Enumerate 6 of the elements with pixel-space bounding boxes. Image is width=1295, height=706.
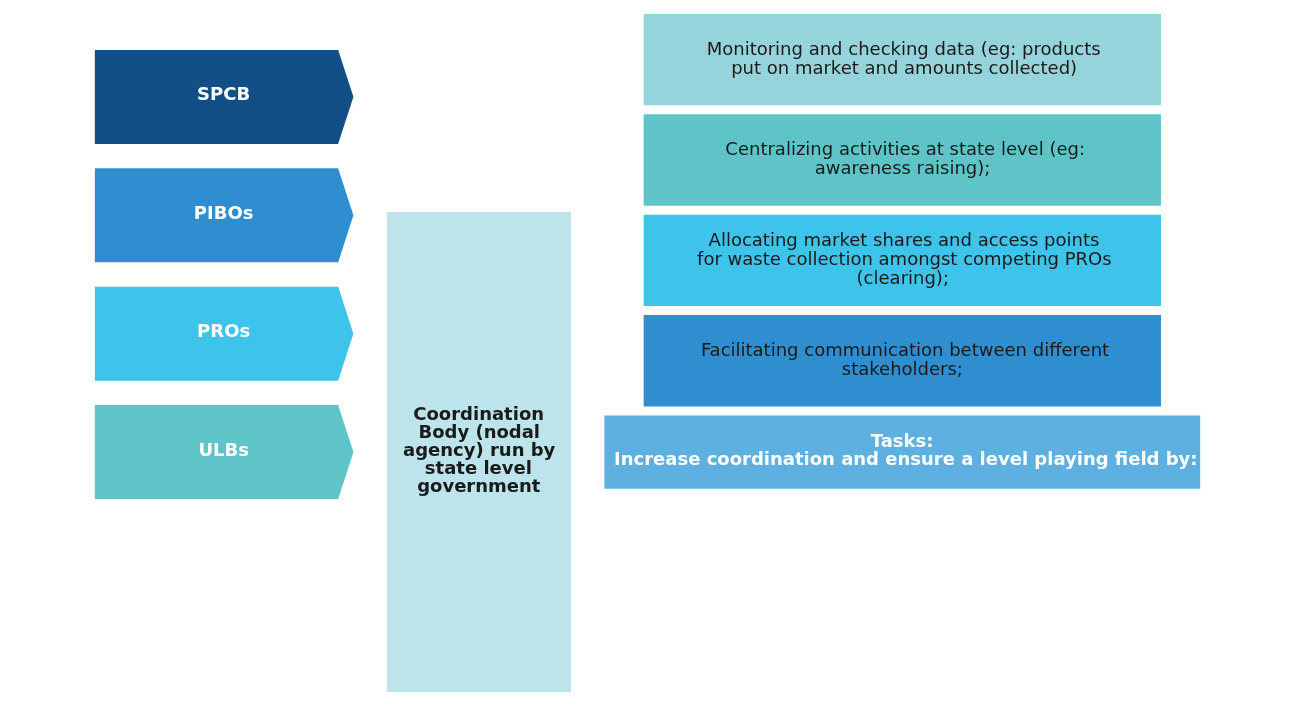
node-box: Facilitating communication between different stakeholders; — [642, 313, 1163, 408]
node-box: Tasks: Increase coordination and ensure a level playing field by: — [603, 414, 1202, 491]
node-box: Monitoring and checking data (eg: products put on market and amounts collected) — [642, 12, 1163, 107]
node-box: Coordination Body (nodal agency) run by state level government — [385, 210, 573, 694]
node-box: Centralizing activities at state level (eg: awareness raising); — [642, 113, 1163, 207]
node-box: Allocating market shares and access points for waste collection amongst competing PROs (clearing); — [642, 213, 1163, 308]
